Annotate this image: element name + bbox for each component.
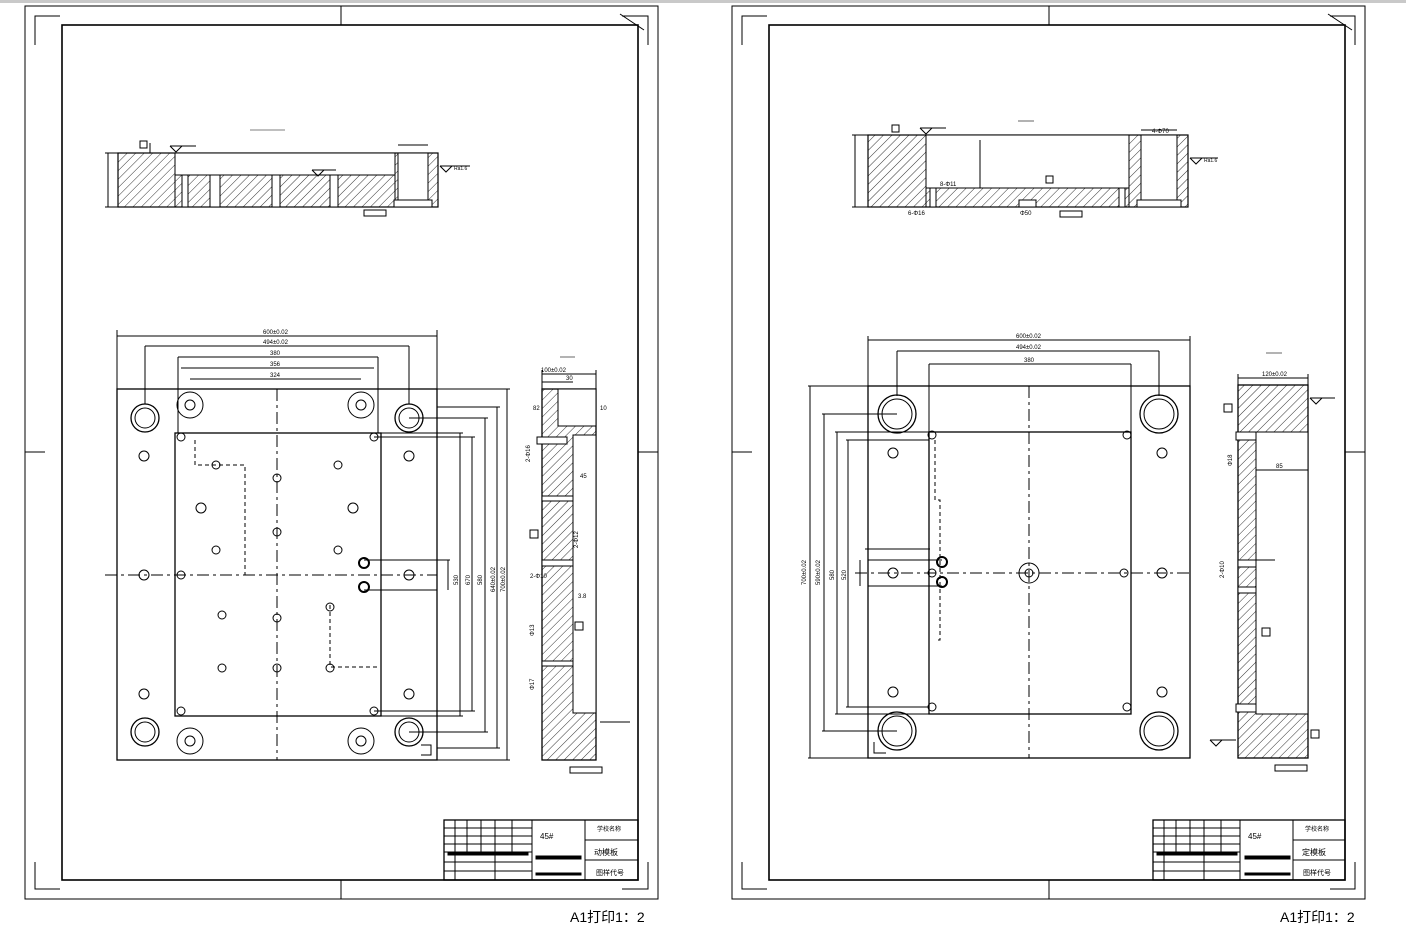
left-side-label-2: 2-Φ10 bbox=[530, 574, 547, 580]
right-school: 学校名称 bbox=[1305, 825, 1329, 833]
left-sheet bbox=[24, 5, 659, 900]
left-dim-right-0: 670 bbox=[466, 574, 472, 585]
left-dim-side-0: 100±0.02 bbox=[541, 368, 567, 374]
right-plan-view bbox=[808, 336, 1191, 759]
left-dim-top-0: 600±0.02 bbox=[263, 330, 289, 336]
left-part-name: 动模板 bbox=[594, 847, 618, 857]
right-section-view bbox=[852, 120, 1218, 218]
right-dim-top-1: 494±0.02 bbox=[1016, 345, 1042, 351]
left-dim-side-2: 45 bbox=[580, 474, 587, 480]
right-dim-top-2: 380 bbox=[1024, 358, 1035, 364]
right-dim-side-0: 120±0.02 bbox=[1262, 372, 1288, 378]
right-side-label-5: Φ18 bbox=[1228, 454, 1234, 466]
right-dim-side-1: 85 bbox=[1276, 464, 1283, 470]
right-roughness: Ra1.6 bbox=[1204, 158, 1218, 164]
right-side-label-1: 8-Φ11 bbox=[940, 182, 957, 188]
left-side-label-0: 2-Φ16 bbox=[526, 445, 532, 462]
left-dim-top-3: 356 bbox=[270, 362, 281, 368]
left-dim-top-1: 494±0.02 bbox=[263, 340, 289, 346]
left-material: 45# bbox=[540, 832, 554, 841]
left-section-view bbox=[105, 129, 470, 217]
left-title-block bbox=[443, 819, 639, 881]
right-side-label-2: Φ50 bbox=[1020, 211, 1032, 217]
right-sheet bbox=[731, 5, 1366, 900]
left-dim-top-2: 380 bbox=[270, 351, 281, 357]
right-side-label-0: 6-Φ16 bbox=[908, 211, 925, 217]
left-side-view bbox=[529, 356, 630, 774]
left-roughness: Ra1.6 bbox=[454, 166, 468, 172]
right-dim-left-3: 520 bbox=[842, 569, 848, 580]
left-drawing-no: 图样代号 bbox=[596, 868, 624, 877]
left-dim-right-3: 640±0.02 bbox=[491, 566, 497, 592]
left-dim-right-2: 530 bbox=[454, 574, 460, 585]
right-print-caption: A1打印1：2 bbox=[1280, 909, 1355, 925]
right-title-block bbox=[1152, 819, 1346, 881]
right-material: 45# bbox=[1248, 832, 1262, 841]
left-side-label-4: Φ13 bbox=[530, 624, 536, 636]
right-side-label-3: 2-Φ10 bbox=[1220, 561, 1226, 578]
left-school: 学校名称 bbox=[597, 825, 621, 833]
left-side-label-3: 3.8 bbox=[578, 594, 587, 600]
right-side-view bbox=[1209, 352, 1335, 772]
left-dim-side-1: 30 bbox=[566, 376, 573, 382]
window-top-strip bbox=[0, 0, 1406, 3]
left-dim-side-4: 10 bbox=[600, 406, 607, 412]
left-side-label-5: Φ17 bbox=[530, 678, 536, 690]
left-dim-top-4: 324 bbox=[270, 373, 281, 379]
left-print-caption: A1打印1：2 bbox=[570, 909, 645, 925]
left-plan-view bbox=[105, 330, 510, 761]
right-side-label-4: 4-Φ70 bbox=[1152, 129, 1169, 135]
left-side-label-1: 2-Φ12 bbox=[574, 531, 580, 548]
right-drawing-no: 图样代号 bbox=[1303, 868, 1331, 877]
left-dim-right-1: 580 bbox=[478, 574, 484, 585]
right-dim-left-2: 580 bbox=[830, 569, 836, 580]
right-dim-top-0: 600±0.02 bbox=[1016, 334, 1042, 340]
right-dim-left-1: 590±0.02 bbox=[816, 559, 822, 585]
right-dim-left-0: 700±0.02 bbox=[802, 559, 808, 585]
right-part-name: 定模板 bbox=[1302, 847, 1326, 857]
left-dim-right-4: 700±0.02 bbox=[501, 566, 507, 592]
left-dim-side-3: 82 bbox=[533, 406, 540, 412]
